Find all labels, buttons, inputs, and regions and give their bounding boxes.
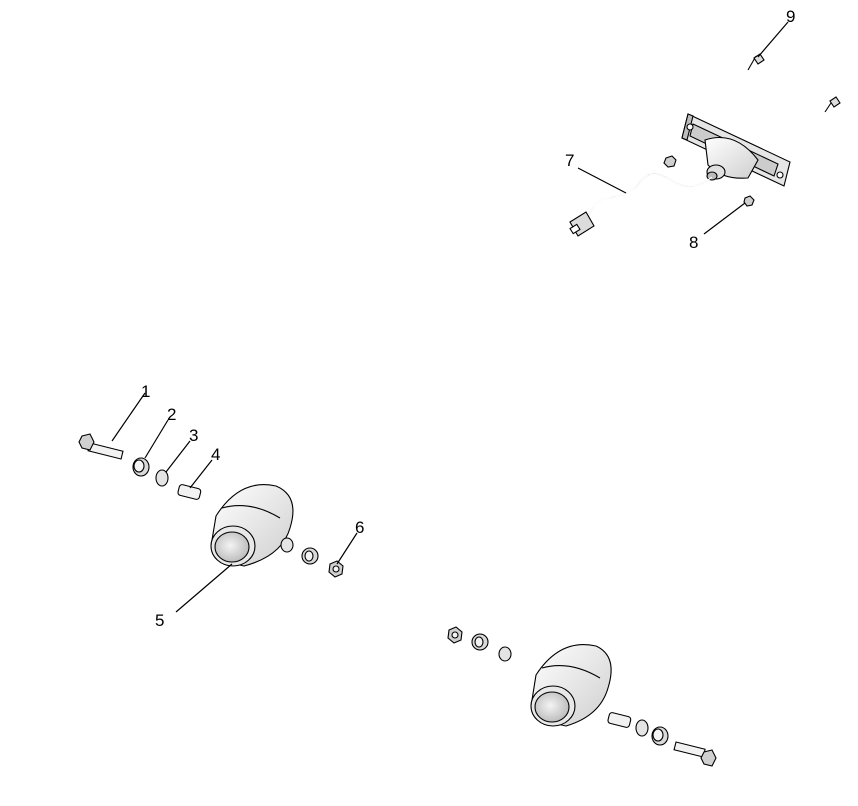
nut-6 xyxy=(328,560,344,578)
callout-1: 1 xyxy=(141,382,150,401)
leader-8 xyxy=(703,202,746,235)
spacer-4 xyxy=(177,484,202,500)
callout-4: 4 xyxy=(211,445,220,464)
bushing-bottom-2 xyxy=(635,719,649,737)
washer-2 xyxy=(132,457,150,477)
bolt-bottom xyxy=(673,741,717,767)
marker-light-assembly xyxy=(569,53,841,237)
callout-2: 2 xyxy=(167,405,176,424)
lamp-housing-bottom xyxy=(530,644,612,727)
leader-3 xyxy=(165,440,191,473)
callout-6: 6 xyxy=(355,518,364,537)
screw-right xyxy=(824,96,841,113)
wire-connector xyxy=(569,211,595,237)
leader-7 xyxy=(577,167,627,194)
leader-4 xyxy=(189,459,213,489)
lamp-body xyxy=(704,136,759,181)
callout-7: 7 xyxy=(565,151,574,170)
washer-bottom-2 xyxy=(651,726,669,746)
screw-9 xyxy=(747,53,765,71)
bolt-1 xyxy=(78,433,124,460)
callout-8: 8 xyxy=(689,233,698,252)
right-lamp-assembly xyxy=(447,626,717,767)
callout-5: 5 xyxy=(155,611,164,630)
callout-3: 3 xyxy=(189,426,198,445)
washer-bottom xyxy=(471,633,489,651)
wire-harness xyxy=(569,173,713,237)
leader-2 xyxy=(144,419,169,459)
small-nut-left xyxy=(663,155,677,168)
callout-9: 9 xyxy=(786,7,795,26)
leader-lines xyxy=(111,21,789,613)
bushing-3 xyxy=(155,469,169,487)
nut-bottom xyxy=(447,626,463,644)
left-lamp-assembly xyxy=(78,433,344,578)
leader-6 xyxy=(336,532,358,565)
bushing-bottom xyxy=(498,646,512,662)
washer-small xyxy=(301,547,319,565)
leader-5 xyxy=(175,563,233,613)
bushing-small xyxy=(280,537,294,553)
lamp-housing-5 xyxy=(210,484,294,567)
spacer-bottom xyxy=(607,712,632,728)
leader-9 xyxy=(757,21,789,58)
leader-1 xyxy=(111,392,146,442)
callouts: 1 2 3 4 5 6 7 8 9 xyxy=(141,7,795,630)
small-nut-8 xyxy=(743,195,755,207)
